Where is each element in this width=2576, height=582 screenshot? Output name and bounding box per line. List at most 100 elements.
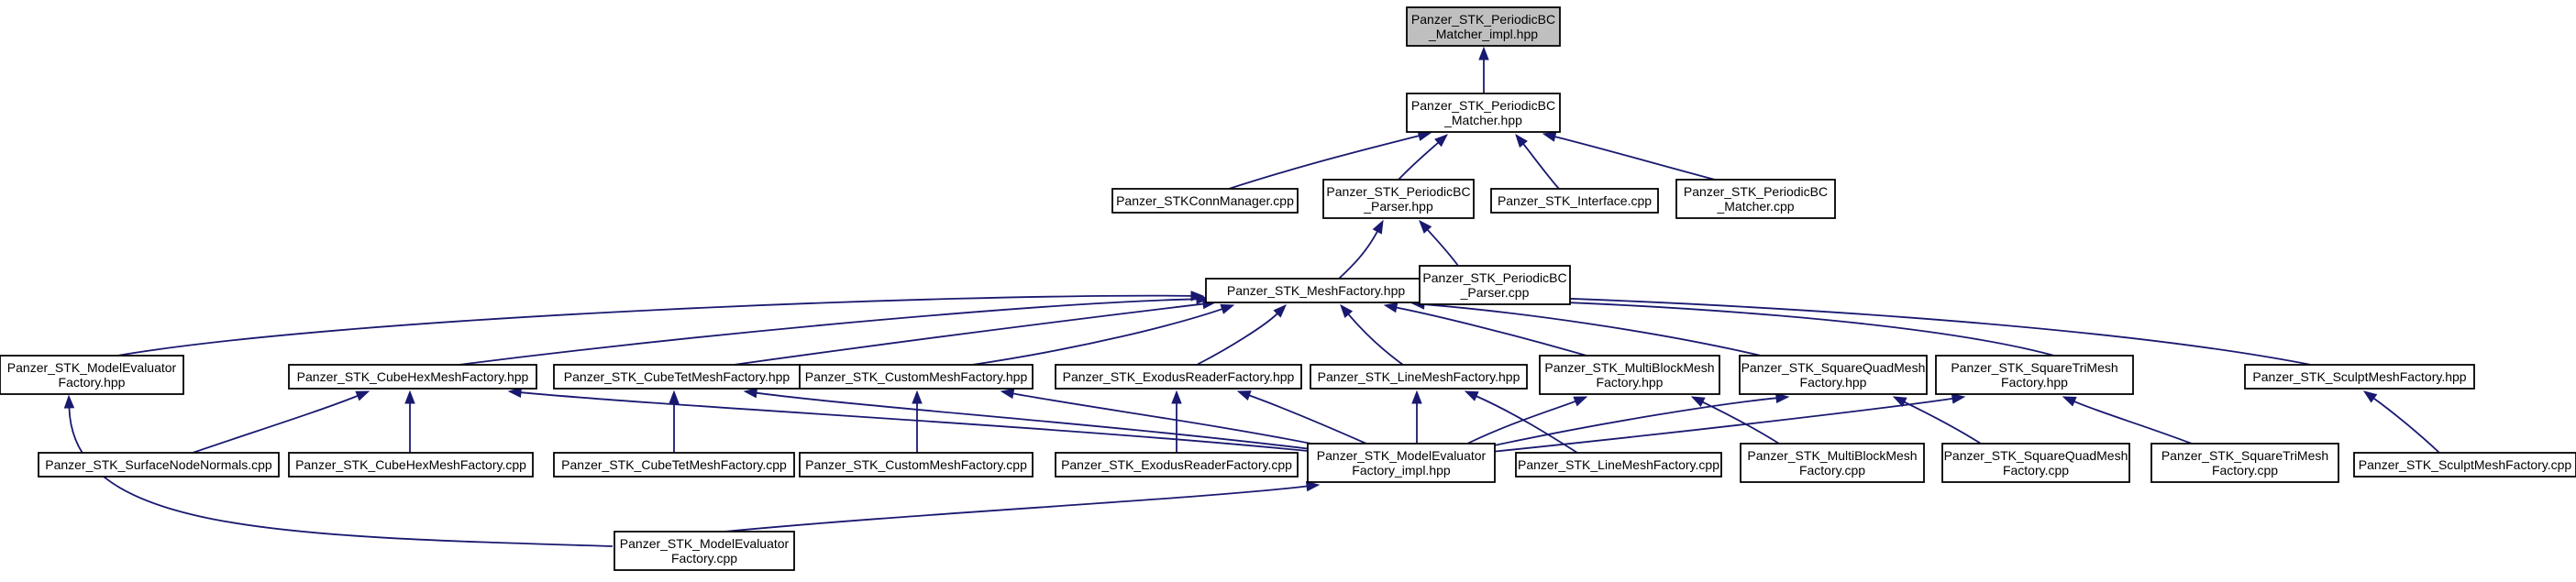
graph-node[interactable]: Panzer_STK_LineMeshFactory.cpp xyxy=(1515,452,1722,478)
dependency-edge xyxy=(1419,219,1459,267)
graph-node[interactable]: Panzer_STK_ModelEvaluatorFactory_impl.hp… xyxy=(1307,443,1496,483)
graph-node[interactable]: Panzer_STK_PeriodicBC_Matcher.hpp xyxy=(1406,93,1561,133)
arrow-head-icon xyxy=(912,390,923,404)
graph-node[interactable]: Panzer_STK_LineMeshFactory.hpp xyxy=(1310,364,1528,390)
arrow-head-icon xyxy=(1305,480,1321,492)
graph-node[interactable]: Panzer_STK_PeriodicBC_Matcher.cpp xyxy=(1675,179,1836,219)
graph-node[interactable]: Panzer_STK_CubeHexMeshFactory.hpp xyxy=(288,364,537,390)
node-box xyxy=(1322,179,1475,219)
graph-node[interactable]: Panzer_STK_Interface.cpp xyxy=(1490,188,1659,214)
node-box xyxy=(1055,364,1302,390)
node-box xyxy=(1740,443,1925,483)
node-label: Panzer_STK_SurfaceNodeNormals.cpp xyxy=(45,457,272,472)
graph-node[interactable]: Panzer_STK_PeriodicBC_Parser.hpp xyxy=(1322,179,1475,219)
dependency-edge xyxy=(1466,396,1588,445)
node-box xyxy=(1055,452,1299,478)
node-label: _Matcher.cpp xyxy=(1716,199,1794,214)
dependency-edge xyxy=(1410,299,1762,357)
node-label: Panzer_STK_LineMeshFactory.cpp xyxy=(1518,457,1719,472)
edge-line xyxy=(116,294,1192,357)
node-box xyxy=(2150,443,2339,483)
edge-line xyxy=(1554,136,1716,181)
graph-node-root: Panzer_STK_PeriodicBC_Matcher_impl.hpp xyxy=(1406,6,1561,47)
node-label: Factory.cpp xyxy=(2003,463,2069,478)
arrow-head-icon xyxy=(1372,219,1384,235)
graph-node[interactable]: Panzer_STK_PeriodicBC_Parser.cpp xyxy=(1419,265,1571,305)
node-label: Panzer_STK_PeriodicBC xyxy=(1411,98,1555,113)
arrow-head-icon xyxy=(743,388,758,399)
node-box xyxy=(1111,188,1299,214)
node-box xyxy=(1419,265,1571,305)
arrow-head-icon xyxy=(2362,390,2378,403)
graph-node[interactable]: Panzer_STK_ExodusReaderFactory.cpp xyxy=(1055,452,1299,478)
graph-node[interactable]: Panzer_STK_ExodusReaderFactory.hpp xyxy=(1055,364,1302,390)
node-label: Panzer_STK_CubeHexMeshFactory.cpp xyxy=(295,457,526,472)
edge-line xyxy=(2373,397,2440,454)
arrow-head-icon xyxy=(355,390,370,401)
node-label: Factory.hpp xyxy=(1800,375,1867,390)
dependency-edge xyxy=(669,390,680,453)
dependency-edge xyxy=(1411,390,1422,444)
node-box xyxy=(1675,179,1836,219)
edge-line xyxy=(520,391,1309,452)
node-label: Panzer_STK_MeshFactory.hpp xyxy=(1227,283,1405,298)
edge-line xyxy=(1338,231,1378,280)
arrow-head-icon xyxy=(1690,396,1706,408)
node-label: Panzer_STK_ExodusReaderFactory.hpp xyxy=(1063,369,1295,384)
graph-node[interactable]: Panzer_STK_CustomMeshFactory.hpp xyxy=(799,364,1034,390)
node-label: _Matcher.hpp xyxy=(1443,113,1522,127)
arrow-head-icon xyxy=(1340,303,1354,318)
node-box xyxy=(1205,278,1427,303)
dependency-edge xyxy=(1490,393,1966,453)
arrow-head-icon xyxy=(1220,303,1235,314)
node-box xyxy=(1739,355,1928,395)
node-label: Factory.cpp xyxy=(2212,463,2278,478)
dependency-edge xyxy=(1338,219,1384,280)
graph-node[interactable]: Panzer_STKConnManager.cpp xyxy=(1111,188,1299,214)
edge-line xyxy=(1228,135,1420,190)
edge-line xyxy=(1012,392,1321,446)
dependency-edge xyxy=(507,387,1309,452)
graph-node[interactable]: Panzer_STK_SculptMeshFactory.hpp xyxy=(2244,364,2475,390)
arrow-head-icon xyxy=(507,387,522,398)
node-label: Panzer_STK_PeriodicBC xyxy=(1411,12,1555,27)
dependency-edge xyxy=(1236,390,1367,445)
graph-node[interactable]: Panzer_STK_SurfaceNodeNormals.cpp xyxy=(38,452,280,478)
edge-line xyxy=(724,485,1308,533)
node-label: Panzer_STK_ExodusReaderFactory.cpp xyxy=(1061,457,1292,472)
node-box xyxy=(1539,355,1720,395)
graph-node[interactable]: Panzer_STK_CubeHexMeshFactory.cpp xyxy=(288,452,534,478)
graph-node[interactable]: Panzer_STK_CustomMeshFactory.cpp xyxy=(799,452,1034,478)
node-label: Panzer_STK_MultiBlockMesh xyxy=(1544,360,1714,375)
dependency-edge xyxy=(1383,302,1587,357)
node-label: Panzer_STKConnManager.cpp xyxy=(1116,193,1294,208)
arrow-head-icon xyxy=(1273,304,1287,318)
node-box xyxy=(1515,452,1722,478)
node-label: Factory.hpp xyxy=(59,375,126,390)
node-box xyxy=(0,355,184,395)
graph-node[interactable]: Panzer_STK_CubeTetMeshFactory.hpp xyxy=(553,364,801,390)
arrow-head-icon xyxy=(1478,46,1489,60)
arrow-head-icon xyxy=(63,394,75,409)
node-box xyxy=(1935,355,2134,395)
dependency-edge xyxy=(1485,392,1790,448)
edge-line xyxy=(2073,401,2193,445)
node-box xyxy=(288,364,537,390)
graph-node[interactable]: Panzer_STK_SculptMeshFactory.cpp xyxy=(2353,452,2576,478)
dependency-edge xyxy=(743,388,1312,450)
arrow-head-icon xyxy=(1171,390,1182,404)
node-label: _Parser.hpp xyxy=(1363,199,1433,214)
graph-node[interactable]: Panzer_STK_MeshFactory.hpp xyxy=(1205,278,1427,303)
edge-line xyxy=(1440,293,2312,366)
graph-node[interactable]: Panzer_STK_CubeTetMeshFactory.cpp xyxy=(553,452,795,478)
arrow-head-icon xyxy=(1892,396,1907,408)
dependency-edge xyxy=(1478,46,1489,93)
